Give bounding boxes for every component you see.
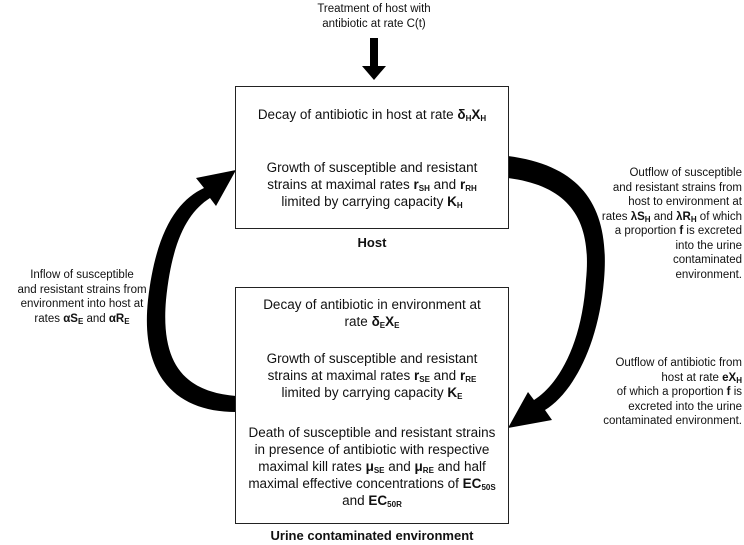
top-input-line2: antibiotic at rate C(t)	[322, 18, 426, 30]
down-arrow-icon	[362, 38, 386, 80]
top-input-line1: Treatment of host with	[317, 3, 431, 15]
left-inflow-text: Inflow of susceptible and resistant stra…	[17, 269, 147, 326]
host-caption: Host	[357, 235, 387, 250]
right-outflow-strains-text: Outflow of susceptible and resistant str…	[601, 167, 742, 281]
right-outflow-antibiotic-text: Outflow of antibiotic from host at rate …	[603, 357, 742, 427]
env-growth-text: Growth of susceptible and resistant stra…	[266, 351, 478, 401]
left-curved-arrow-icon	[146, 170, 236, 412]
env-death-text: Death of susceptible and resistant strai…	[248, 425, 496, 509]
host-growth-text: Growth of susceptible and resistant stra…	[266, 160, 478, 210]
env-decay-text: Decay of antibiotic in environment at ra…	[263, 297, 481, 330]
right-curved-arrow-icon	[508, 156, 605, 428]
top-input-label: Treatment of host with antibiotic at rat…	[274, 2, 474, 32]
host-box: Decay of antibiotic in host at rate δHXH…	[235, 86, 509, 229]
environment-caption: Urine contaminated environment	[270, 528, 474, 543]
host-decay-text: Decay of antibiotic in host at rate δHXH	[257, 107, 487, 123]
environment-box: Decay of antibiotic in environment at ra…	[235, 287, 509, 524]
